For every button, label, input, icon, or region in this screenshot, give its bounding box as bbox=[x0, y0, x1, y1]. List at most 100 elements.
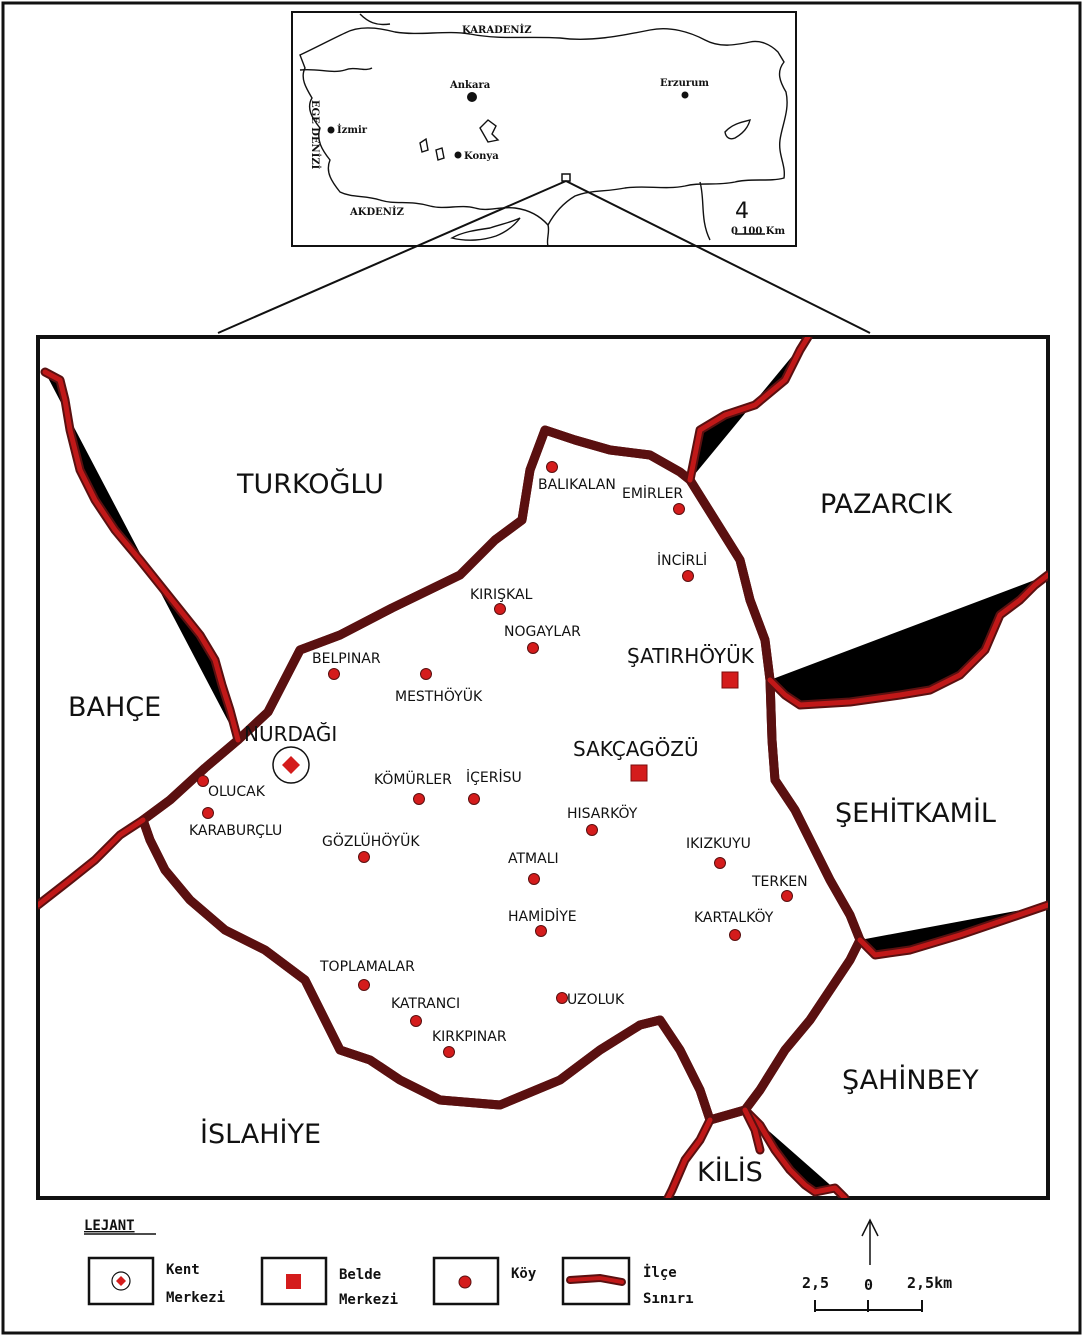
lake-van bbox=[724, 119, 751, 140]
village-label-atmali: ATMALI bbox=[508, 851, 559, 867]
east-border bbox=[699, 181, 711, 241]
village-dot-atmali bbox=[528, 873, 540, 885]
north-arrow-icon bbox=[861, 1218, 879, 1237]
village-label-icerisu: İÇERİSU bbox=[466, 768, 522, 786]
boundary-pazarcik-sehitkamil bbox=[770, 575, 1048, 705]
legend-belde-square bbox=[286, 1274, 301, 1289]
village-label-kirkpinar: KIRKPINAR bbox=[432, 1029, 507, 1045]
village-dot-terken bbox=[781, 890, 793, 902]
village-label-hisarkoy: HISARKÖY bbox=[567, 804, 638, 822]
village-dot-icerisu bbox=[468, 793, 480, 805]
town-marker-sakcagozu bbox=[630, 764, 648, 782]
inset-scale-label: 0 100 Km bbox=[731, 226, 785, 237]
city-label-erzurum: Erzurum bbox=[660, 78, 709, 89]
village-dot-emirler bbox=[673, 503, 685, 515]
sea-label-akdeniz: AKDENİZ bbox=[349, 205, 404, 218]
village-label-emirler: EMİRLER bbox=[622, 484, 683, 502]
legend-title: LEJANT bbox=[84, 1218, 135, 1234]
city-label-konya: Konya bbox=[464, 151, 499, 162]
village-dot-kiriskal bbox=[494, 603, 506, 615]
konya-dot bbox=[454, 151, 462, 159]
village-label-toplamalar: TOPLAMALAR bbox=[319, 959, 415, 975]
village-dot-kartalkoy bbox=[729, 929, 741, 941]
village-label-hamidiye: HAMİDİYE bbox=[508, 907, 577, 925]
district-label-kilis: KİLİS bbox=[697, 1156, 763, 1188]
scale-label-right: 2,5km bbox=[907, 1274, 952, 1292]
lake-egirdir bbox=[435, 147, 445, 161]
legend-belde-line1: Belde bbox=[339, 1267, 381, 1283]
turkey-coastline bbox=[299, 27, 788, 227]
lake-beysehir bbox=[419, 137, 429, 153]
village-label-balikalan: BALIKALAN bbox=[538, 477, 616, 493]
city-center-marker bbox=[272, 746, 310, 784]
district-label-islahiye: İSLAHİYE bbox=[200, 1118, 321, 1150]
village-label-kiriskal: KIRIŞKAL bbox=[470, 587, 533, 603]
village-label-olucak: OLUCAK bbox=[208, 784, 266, 800]
legend-kent-line1: Kent bbox=[166, 1262, 200, 1278]
village-label-mesthoyuk: MESTHÖYÜK bbox=[395, 687, 483, 705]
village-label-belpinar: BELPINAR bbox=[312, 651, 381, 667]
cyprus bbox=[450, 217, 521, 241]
legend-ilce-line1: İlçe bbox=[643, 1264, 677, 1281]
ankara-dot bbox=[467, 92, 477, 102]
erzurum-dot bbox=[681, 91, 689, 99]
village-label-katranci: KATRANCI bbox=[391, 996, 460, 1012]
district-label-sahinbey: ŞAHİNBEY bbox=[842, 1064, 979, 1096]
village-dot-balikalan bbox=[546, 461, 558, 473]
scale-label-center: 0 bbox=[864, 1276, 873, 1294]
village-dot-belpinar bbox=[328, 668, 340, 680]
village-dot-katranci bbox=[410, 1015, 422, 1027]
boundary-kilis-east bbox=[745, 1110, 845, 1198]
connector-line-left bbox=[217, 180, 567, 334]
village-dot-hamidiye bbox=[535, 925, 547, 937]
village-dot-mesthoyuk bbox=[420, 668, 432, 680]
sea-label-karadeniz: KARADENİZ bbox=[462, 23, 532, 36]
city-label-ankara: Ankara bbox=[449, 80, 491, 91]
marmara-coast bbox=[299, 67, 373, 73]
district-label-sehitkamil: ŞEHİTKAMİL bbox=[835, 797, 996, 829]
district-label-turkoglu: TURKOĞLU bbox=[236, 468, 384, 500]
lake-tuz bbox=[479, 119, 500, 143]
village-dot-olucak bbox=[197, 775, 209, 787]
town-label-sakcagozu: SAKÇAGÖZÜ bbox=[573, 737, 699, 761]
scale-label-left: 2,5 bbox=[802, 1274, 829, 1292]
levant-coast bbox=[546, 224, 550, 247]
legend-kent-line2: Merkezi bbox=[166, 1290, 225, 1306]
village-label-ikizkuyu: IKIZKUYU bbox=[686, 836, 751, 852]
inset-frame bbox=[291, 11, 797, 247]
connector-line-right bbox=[565, 180, 871, 334]
village-dot-toplamalar bbox=[358, 979, 370, 991]
sea-label-ege: EGE DENİZİ bbox=[309, 100, 322, 170]
village-dot-uzoluk bbox=[556, 992, 568, 1004]
district-label-pazarcik: PAZARCIK bbox=[820, 489, 953, 520]
legend-belde-line2: Merkezi bbox=[339, 1292, 398, 1308]
village-dot-gozluhoyuk bbox=[358, 851, 370, 863]
district-label-bahce: BAHÇE bbox=[68, 692, 161, 723]
district-labels: TURKOĞLU PAZARCIK BAHÇE ŞEHİTKAMİL ŞAHİN… bbox=[68, 468, 996, 1188]
village-label-nogaylar: NOGAYLAR bbox=[504, 624, 581, 640]
inset-north-symbol: 4 bbox=[735, 199, 749, 224]
village-label-kartalkoy: KARTALKÖY bbox=[694, 908, 774, 926]
legend-kent-diamond bbox=[116, 1276, 126, 1286]
village-dot-incirli bbox=[682, 570, 694, 582]
village-dot-komurler bbox=[413, 793, 425, 805]
town-marker-satirhoyuk bbox=[721, 671, 739, 689]
village-label-komurler: KÖMÜRLER bbox=[374, 770, 452, 788]
city-center-diamond bbox=[282, 756, 300, 774]
legend-ilce-line2: Sınırı bbox=[643, 1291, 694, 1307]
village-label-incirli: İNCİRLİ bbox=[657, 551, 707, 569]
inset-map: KARADENİZ EGE DENİZİ AKDENİZ Ankara Erzu… bbox=[291, 11, 797, 247]
village-dot-nogaylar bbox=[527, 642, 539, 654]
city-label-izmir: İzmir bbox=[337, 123, 368, 136]
village-dot-hisarkoy bbox=[586, 824, 598, 836]
village-markers: BALIKALAN EMİRLER İNCİRLİ KIRIŞKAL NOGAY… bbox=[189, 461, 808, 1058]
village-label-uzoluk: UZOLUK bbox=[567, 992, 625, 1008]
town-label-satirhoyuk: ŞATIRHÖYÜK bbox=[627, 644, 755, 668]
village-label-terken: TERKEN bbox=[751, 874, 808, 890]
village-label-gozluhoyuk: GÖZLÜHÖYÜK bbox=[322, 832, 420, 850]
village-dot-kirkpinar bbox=[443, 1046, 455, 1058]
legend-koy-dot bbox=[458, 1275, 472, 1289]
izmir-dot bbox=[327, 126, 335, 134]
